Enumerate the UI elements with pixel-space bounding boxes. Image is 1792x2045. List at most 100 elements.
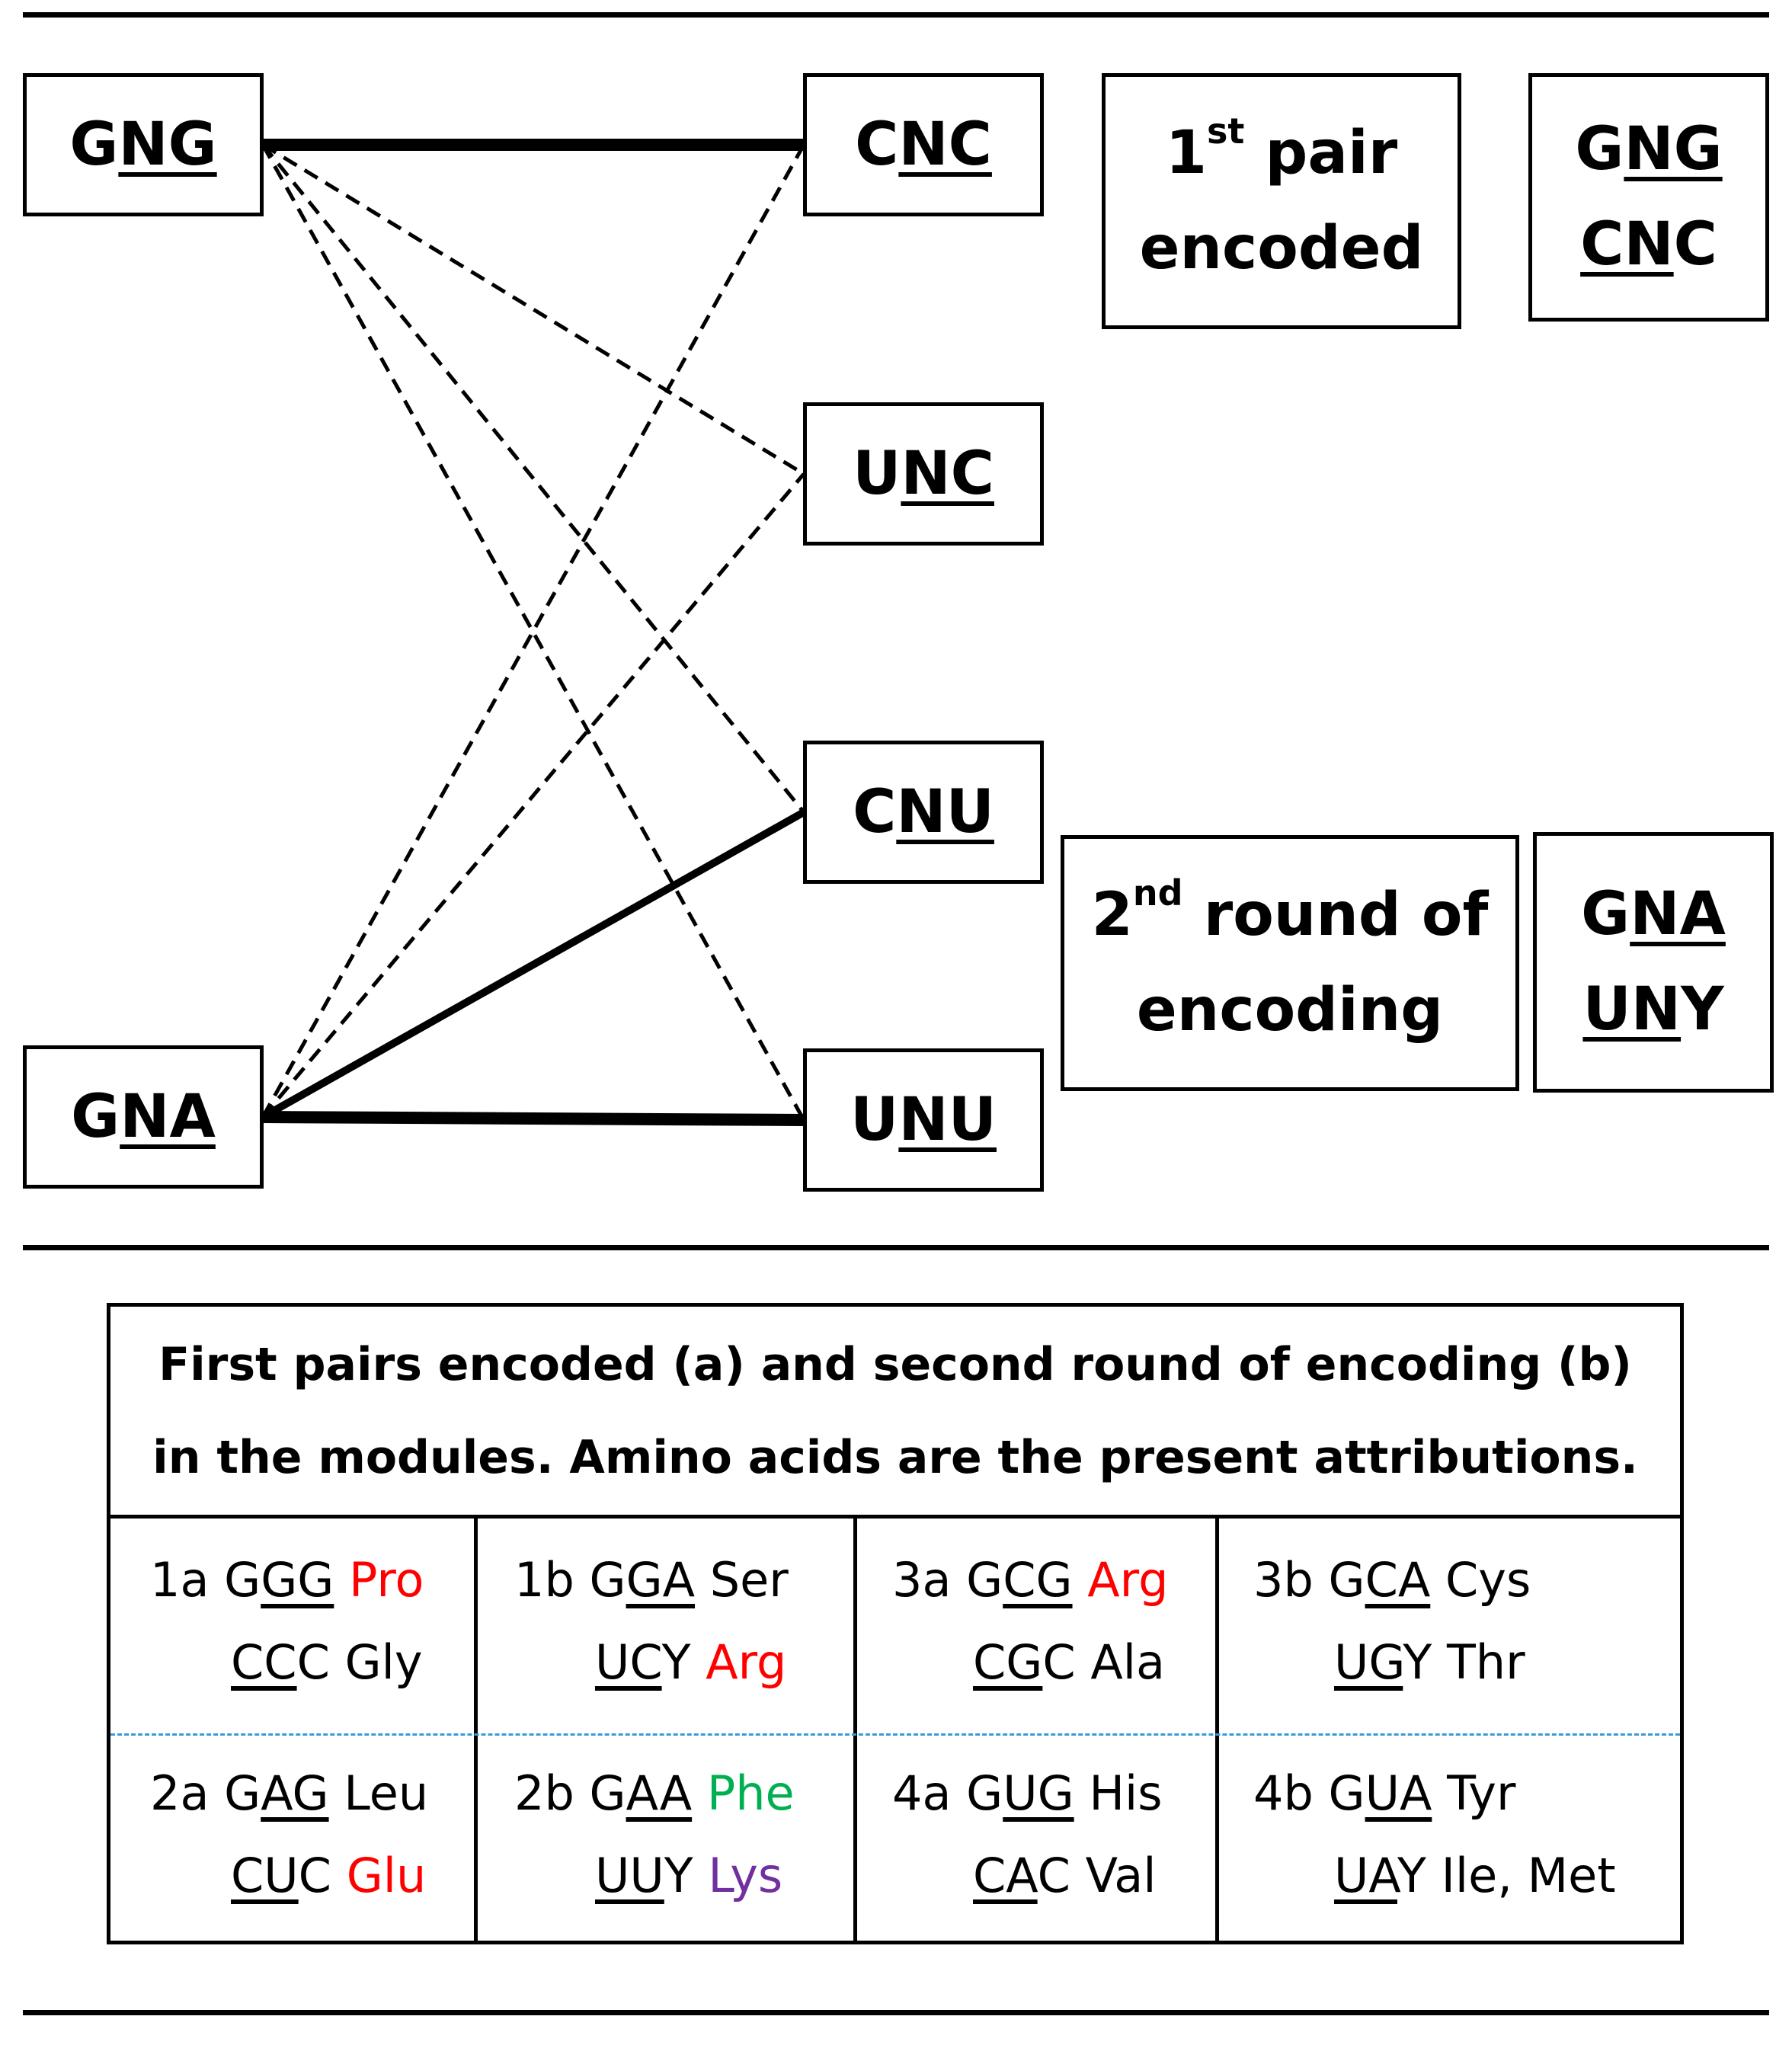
amino-acid: Arg xyxy=(706,1634,787,1690)
codon-line-1: 2b GAA Phe xyxy=(514,1752,795,1835)
connection-lines xyxy=(261,139,806,1126)
codon-prefix: G xyxy=(966,1552,1003,1608)
node-gng: GNG xyxy=(23,73,264,216)
node-unc: UNC xyxy=(803,402,1044,546)
column-divider xyxy=(474,1519,478,1941)
codon-table: First pairs encoded (a) and second round… xyxy=(107,1303,1684,1944)
codon-line-1: 4b GUA Tyr xyxy=(1253,1752,1616,1835)
codon-line-1: 1a GGG Pro xyxy=(150,1539,424,1621)
codon-underlined: GA xyxy=(626,1552,696,1608)
codon-suffix: C xyxy=(296,1634,330,1690)
codon-suffix: Y xyxy=(1397,1848,1426,1903)
codon-suffix: C xyxy=(1042,1634,1076,1690)
codon-line-2: UAY Ile, Met xyxy=(1253,1835,1616,1917)
codon-underlined: UC xyxy=(595,1634,662,1690)
amino-acid: Ala xyxy=(1090,1634,1165,1690)
line-gna-cnu xyxy=(261,808,806,1121)
codon-underlined: UG xyxy=(1334,1634,1403,1690)
codon-underlined: AA xyxy=(626,1765,693,1821)
amino-acid: Leu xyxy=(344,1765,429,1821)
amino-acid: Arg xyxy=(1087,1552,1169,1608)
codon-prefix: G xyxy=(1328,1765,1365,1821)
amino-acid: Cys xyxy=(1445,1552,1531,1608)
first-pair-line1: 1st pair xyxy=(1165,110,1398,188)
amino-acid: Ser xyxy=(709,1552,789,1608)
codon-underlined: CU xyxy=(231,1848,299,1903)
codon-prefix: G xyxy=(589,1552,626,1608)
line-gng-unc xyxy=(261,142,805,476)
line-gng-cnu xyxy=(261,143,805,814)
codon-line-2: CGC Ala xyxy=(892,1621,1168,1704)
bottom-rule xyxy=(23,2010,1769,2015)
codon-line-2: UUY Lys xyxy=(514,1835,795,1917)
row-divider xyxy=(110,1733,1680,1736)
codon-underlined: CG xyxy=(1003,1552,1073,1608)
cell-id: 4a xyxy=(892,1765,967,1821)
codon-line-2: CAC Val xyxy=(892,1835,1163,1917)
amino-acid: Thr xyxy=(1446,1634,1525,1690)
line-gna-unc xyxy=(261,472,805,1119)
codon-prefix: G xyxy=(224,1765,261,1821)
column-divider xyxy=(1215,1519,1219,1941)
node-cnc: CNC xyxy=(803,73,1044,216)
codon-suffix: Y xyxy=(1403,1634,1432,1690)
node-unu: UNU xyxy=(803,1048,1044,1192)
codon-underlined: CG xyxy=(973,1634,1043,1690)
codon-line-1: 4a GUG His xyxy=(892,1752,1163,1835)
cell-id: 2b xyxy=(514,1765,590,1821)
second-round-line2: encoding xyxy=(1136,976,1444,1045)
cell-id: 1a xyxy=(150,1552,225,1608)
amino-acid: Pro xyxy=(349,1552,424,1608)
codon-line-2: CUC Glu xyxy=(150,1835,428,1917)
codon-suffix: C xyxy=(1037,1848,1070,1903)
codon-line-1: 1b GGA Ser xyxy=(514,1539,789,1621)
codon-underlined: GG xyxy=(261,1552,334,1608)
codon-underlined: CA xyxy=(973,1848,1038,1903)
codon-line-1: 2a GAG Leu xyxy=(150,1752,428,1835)
codon-underlined: AG xyxy=(261,1765,329,1821)
line-gng-unu xyxy=(261,143,806,1122)
amino-acid: Glu xyxy=(346,1848,427,1903)
amino-acid: Ile, Met xyxy=(1441,1848,1616,1903)
codon-suffix: Y xyxy=(661,1634,691,1690)
table-caption: First pairs encoded (a) and second round… xyxy=(110,1307,1680,1519)
codon-prefix: G xyxy=(966,1765,1003,1821)
codon-underlined: CA xyxy=(1365,1552,1431,1608)
top-rule xyxy=(23,12,1769,18)
codon-underlined: UA xyxy=(1334,1848,1397,1903)
codon-prefix: G xyxy=(1328,1552,1365,1608)
second-round-label: 2nd round of encoding xyxy=(1061,835,1519,1091)
column-divider xyxy=(853,1519,857,1941)
codon-underlined: UG xyxy=(1003,1765,1074,1821)
codon-line-2: UGY Thr xyxy=(1253,1621,1531,1704)
amino-acid: His xyxy=(1089,1765,1163,1821)
first-pair-line2: encoded xyxy=(1139,214,1424,283)
codon-line-1: 3b GCA Cys xyxy=(1253,1539,1531,1621)
amino-acid: Gly xyxy=(344,1634,423,1690)
codon-suffix: Y xyxy=(664,1848,693,1903)
codon-line-1: 3a GCG Arg xyxy=(892,1539,1168,1621)
amino-acid: Phe xyxy=(706,1765,795,1821)
second-round-codes: GNA UNY xyxy=(1533,832,1774,1093)
node-cnu: CNU xyxy=(803,741,1044,884)
codon-underlined: UU xyxy=(595,1848,664,1903)
codon-line-2: CCC Gly xyxy=(150,1621,424,1704)
cell-id: 4b xyxy=(1253,1765,1329,1821)
cell-id: 3b xyxy=(1253,1552,1329,1608)
line-gna-unu xyxy=(262,1111,805,1126)
amino-acid: Tyr xyxy=(1447,1765,1516,1821)
codon-line-2: UCY Arg xyxy=(514,1621,789,1704)
second-round-line1: 2nd round of xyxy=(1091,872,1489,950)
codon-underlined: CC xyxy=(231,1634,297,1690)
cell-id: 1b xyxy=(514,1552,590,1608)
codon-prefix: G xyxy=(224,1552,261,1608)
amino-acid: Lys xyxy=(708,1848,783,1903)
